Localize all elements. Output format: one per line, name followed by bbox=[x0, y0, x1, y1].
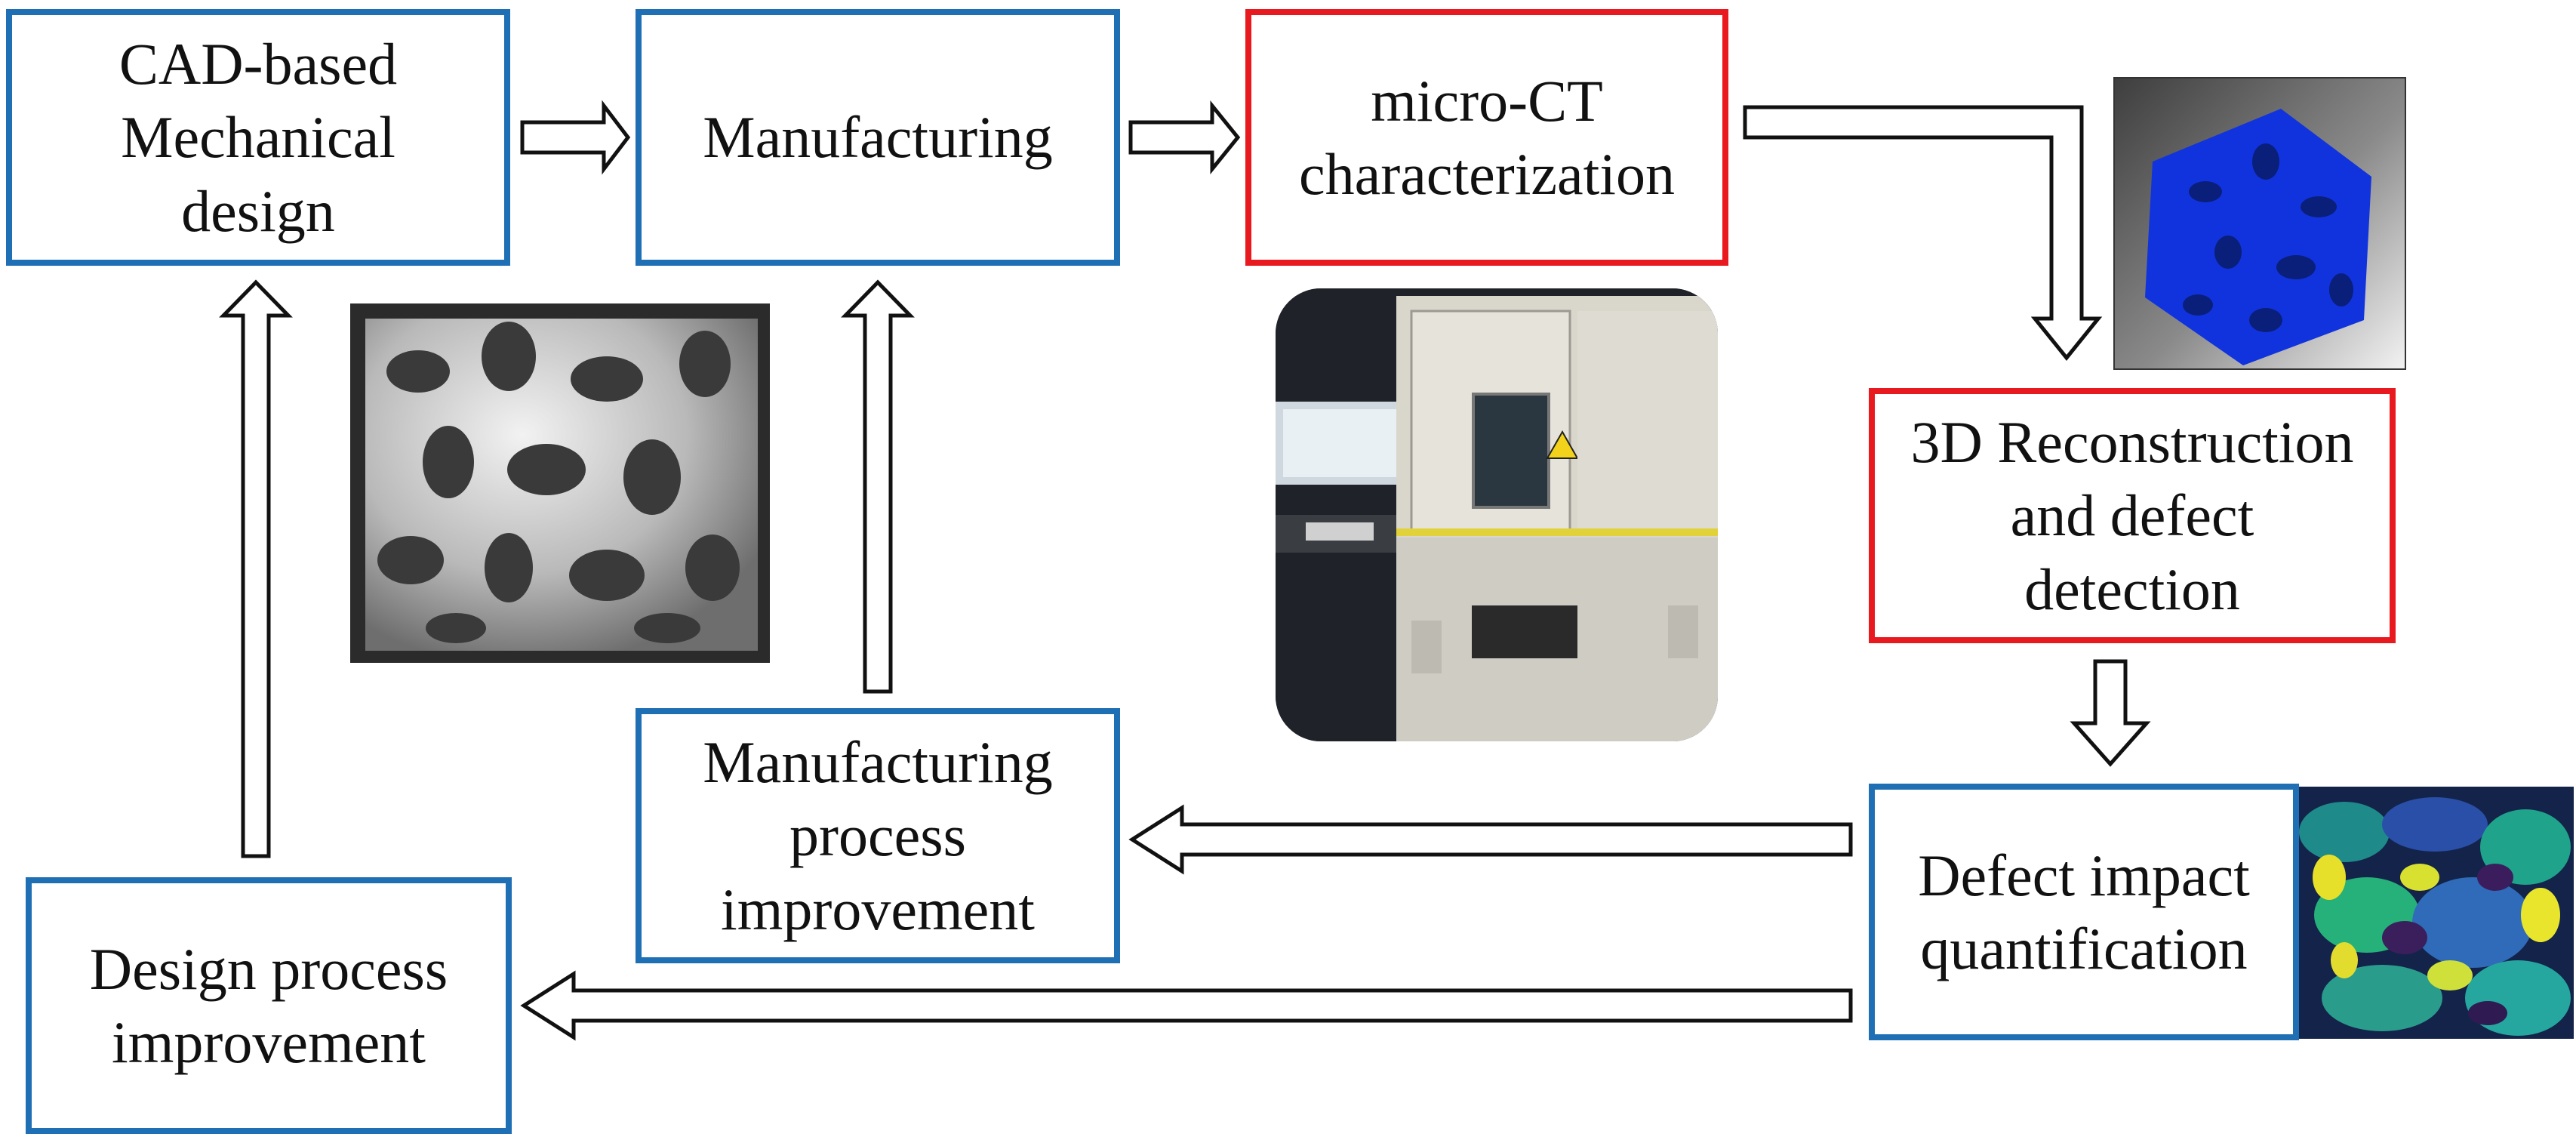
arrow-defect-to-manufacturing-improvement bbox=[1128, 804, 1853, 875]
microct-scanner-image bbox=[1276, 288, 1718, 741]
cad-design-box: CAD-based Mechanical design bbox=[6, 9, 510, 266]
arrow-manufacturing-to-microct bbox=[1128, 100, 1241, 175]
arrow-defect-to-design-improvement bbox=[520, 970, 1853, 1041]
design-improvement-box: Design process improvement bbox=[26, 877, 512, 1134]
micro-ct-box: micro-CT characterization bbox=[1245, 9, 1728, 266]
arrow-design-improvement-up bbox=[219, 279, 293, 858]
arrow-reconstruction-to-defect bbox=[2070, 659, 2151, 767]
manufacturing-improvement-box: Manufacturing process improvement bbox=[636, 708, 1120, 963]
defect-impact-box: Defect impact quantification bbox=[1869, 784, 2299, 1040]
arrow-manufacturing-improvement-up bbox=[841, 279, 915, 694]
arrow-microct-to-reconstruction bbox=[1743, 105, 2103, 361]
manufacturing-box: Manufacturing bbox=[636, 9, 1120, 266]
gyroid-cad-image bbox=[350, 303, 770, 663]
stress-heatmap-image bbox=[2299, 787, 2574, 1039]
arrow-cad-to-manufacturing bbox=[520, 100, 631, 175]
reconstruction-box: 3D Reconstruction and defect detection bbox=[1869, 388, 2396, 643]
reconstructed-sample-image bbox=[2113, 77, 2406, 370]
